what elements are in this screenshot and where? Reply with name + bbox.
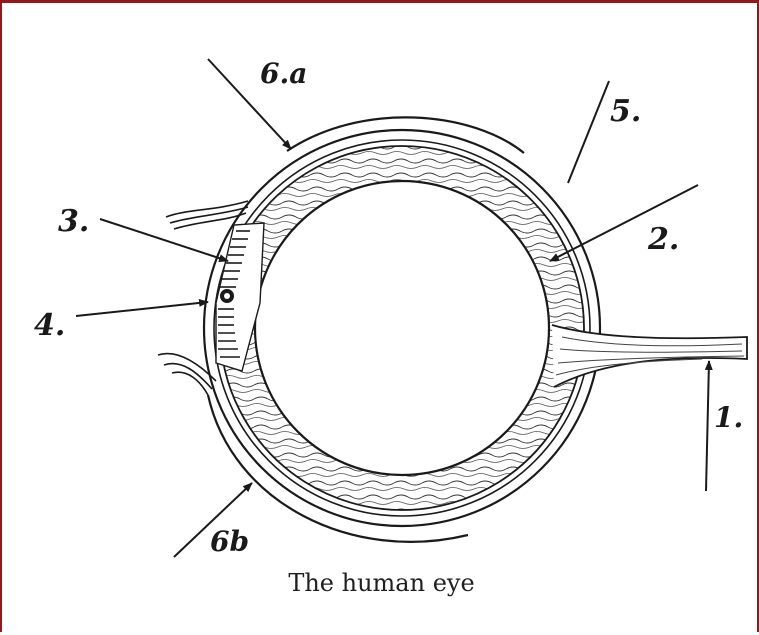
figure-caption: The human eye — [2, 569, 759, 597]
pointer-3 — [100, 219, 228, 261]
label-6b: 6b — [210, 525, 249, 558]
pointer-5 — [568, 81, 609, 183]
label-6a: 6.a — [260, 57, 307, 90]
label-1: 1. — [714, 401, 743, 434]
label-2: 2. — [647, 222, 679, 257]
optic-nerve — [552, 325, 747, 387]
label-5: 5. — [610, 94, 641, 129]
eye-diagram: 1. 2. 3. 4. 5. 6.a 6b — [2, 3, 759, 635]
label-3: 3. — [58, 204, 89, 239]
label-4: 4. — [34, 308, 65, 343]
pointer-4 — [76, 302, 208, 316]
vitreous-chamber — [255, 181, 549, 475]
pointer-1 — [706, 361, 709, 491]
